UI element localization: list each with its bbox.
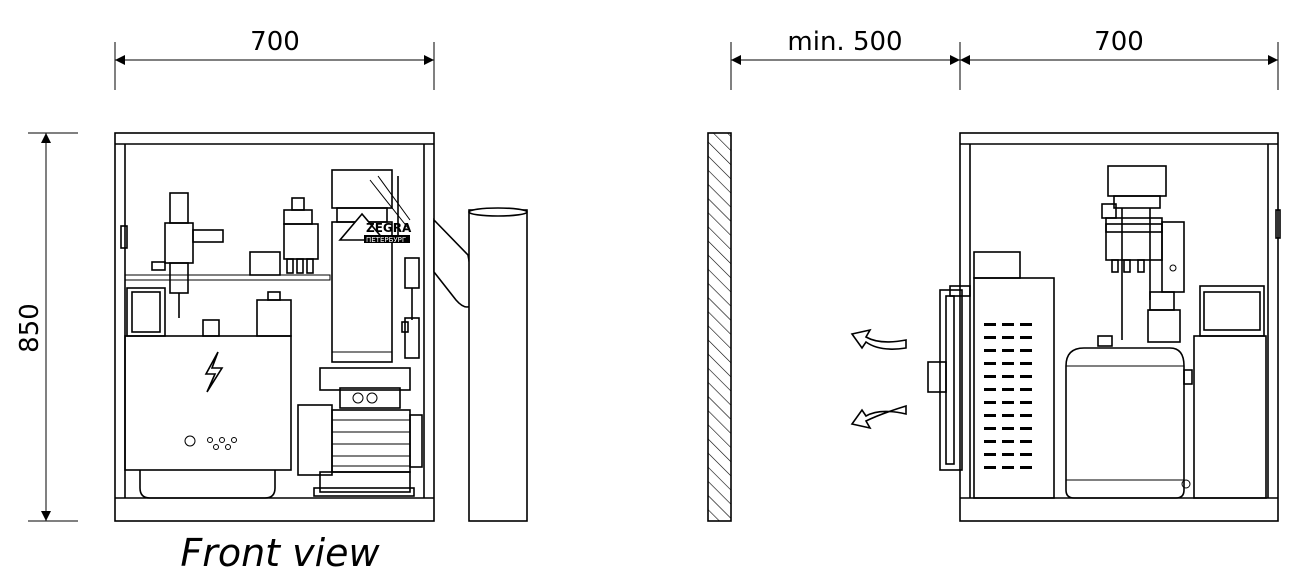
pressure-switch [283, 197, 319, 274]
clearance-dimension: min. 500 [730, 27, 961, 90]
high-voltage-icon [204, 351, 224, 393]
side-cabinet [927, 132, 1281, 522]
front-height-dimension: 850 [15, 132, 78, 522]
steam-cylinder: ZEGRA ПЕТЕРБУРГ [331, 169, 412, 363]
front-view-caption: Front view [180, 531, 380, 575]
motor-pump [297, 367, 423, 497]
front-cabinet: ZEGRA ПЕТЕРБУРГ [114, 132, 435, 522]
side-width-label: 700 [1094, 27, 1144, 57]
zegra-logo-sub: ПЕТЕРБУРГ [366, 236, 406, 244]
solenoid-valve [151, 192, 224, 318]
vented-housing [973, 251, 1055, 499]
front-height-label: 850 [15, 303, 45, 353]
wall [707, 132, 732, 522]
water-tank [1065, 335, 1193, 499]
connector-pipe [433, 207, 528, 522]
side-width-dimension: 700 [960, 27, 1279, 90]
side-column [1101, 165, 1185, 343]
front-width-label: 700 [250, 27, 300, 57]
fan-unit [927, 285, 971, 471]
clearance-label: min. 500 [787, 27, 902, 57]
electrical-box [124, 335, 292, 499]
front-width-dimension: 700 [114, 27, 435, 90]
airflow-arrow-icon [850, 328, 907, 430]
zegra-logo-text: ZEGRA [366, 221, 412, 235]
